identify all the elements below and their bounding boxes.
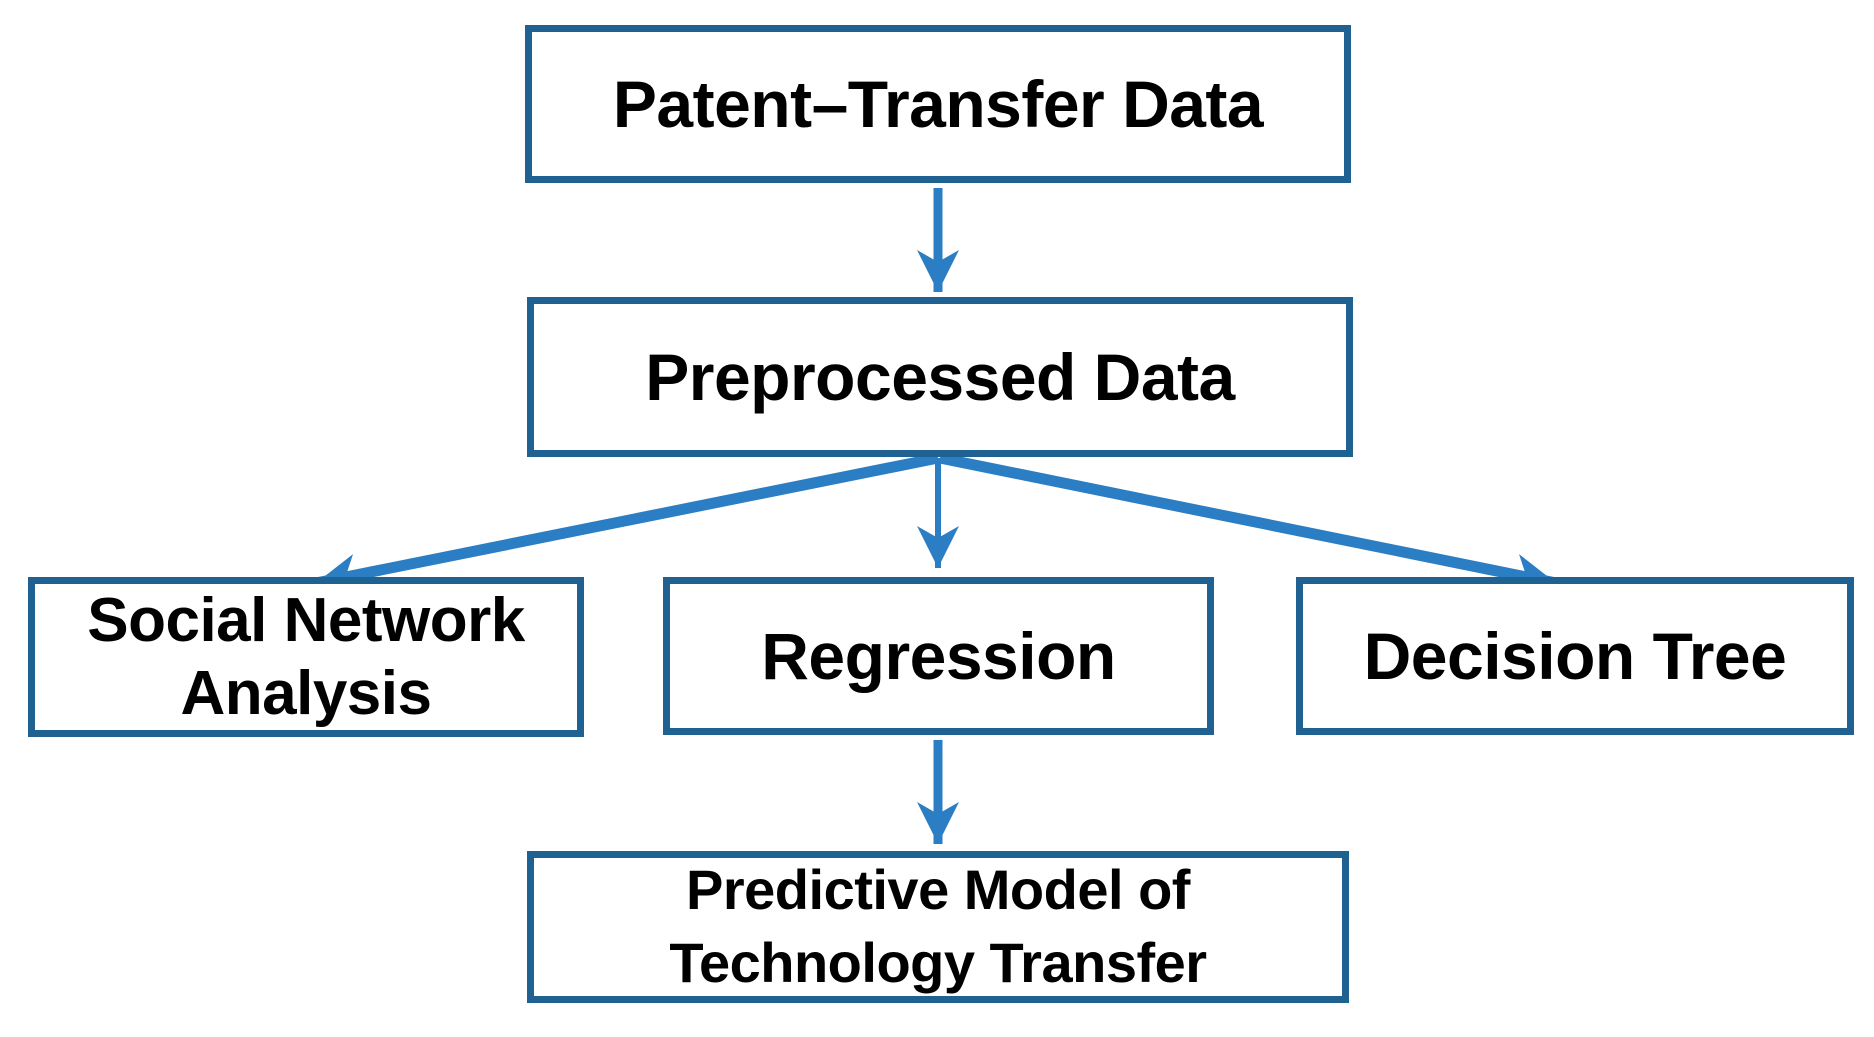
node-label: Social Network Analysis: [87, 585, 525, 728]
node-label: Predictive Model of Technology Transfer: [669, 858, 1207, 994]
node-label: Preprocessed Data: [645, 339, 1235, 414]
node-preprocessed-data: Preprocessed Data: [527, 297, 1353, 457]
node-label: Patent–Transfer Data: [612, 66, 1264, 141]
node-predictive-model-of-technology-transfer: Predictive Model of Technology Transfer: [527, 851, 1349, 1003]
node-patent-transfer-data: Patent–Transfer Data: [525, 25, 1351, 183]
edge-preprocessed-to-decision-tree: [938, 452, 1558, 596]
edge-preprocessed-to-social-network-analysis: [314, 452, 940, 596]
node-decision-tree: Decision Tree: [1296, 577, 1854, 735]
node-label: Regression: [761, 618, 1116, 693]
node-regression: Regression: [663, 577, 1214, 735]
node-social-network-analysis: Social Network Analysis: [28, 577, 584, 737]
node-label: Decision Tree: [1363, 618, 1787, 693]
